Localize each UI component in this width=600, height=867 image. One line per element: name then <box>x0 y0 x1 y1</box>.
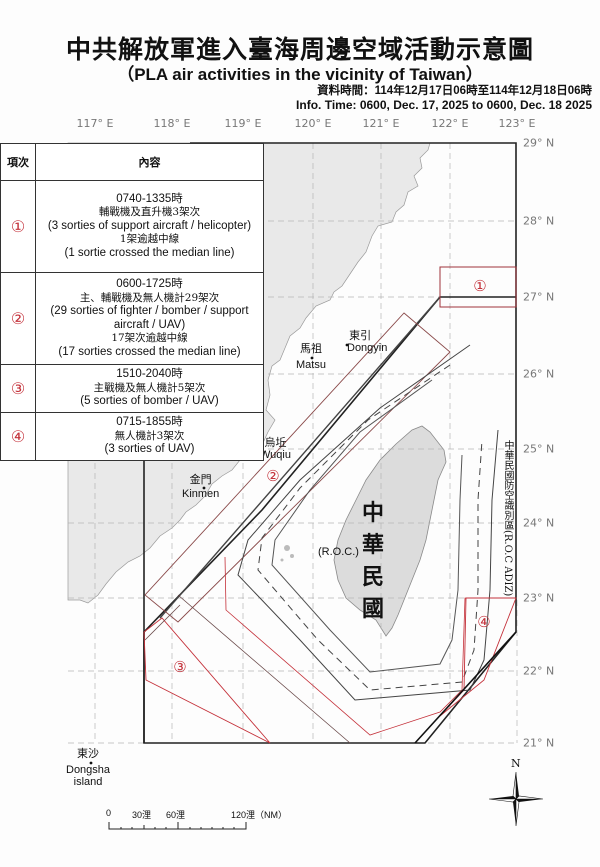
legend-desc-zh: 輔戰機及直升機3架次 <box>98 206 201 219</box>
legend-row-content: 0600-1725時 主、輔戰機及無人機計29架次 (29 sorties of… <box>35 272 264 365</box>
place-dongyin-en: Dongyin <box>347 342 388 354</box>
place-kinmen: 金門 Kinmen <box>182 473 220 501</box>
legend-desc-en: (3 sorties of support aircraft / helicop… <box>47 219 252 232</box>
place-dongsha-zh: 東沙 <box>77 747 100 760</box>
activity-zone-2-south <box>224 556 516 736</box>
legend-row: ④ 0715-1855時 無人機計3架次 (3 sorties of UAV) <box>0 412 264 461</box>
latitude-label: 21° N <box>523 736 555 750</box>
legend-header-item: 項次 <box>0 143 36 181</box>
place-wuqiu: 烏坵 Wuqiu <box>260 436 291 462</box>
place-dongsha-en-1: Dongsha <box>66 764 111 776</box>
legend-row-content: 1510-2040時 主戰機及無人機計5架次 (5 sorties of bom… <box>35 364 264 413</box>
latitude-label: 23° N <box>523 591 555 605</box>
scale-label: 30浬 <box>132 810 152 820</box>
buffer-line-inner <box>271 379 463 673</box>
scale-label: 0 <box>106 808 112 818</box>
activity-zone-2 <box>144 312 451 623</box>
roc-label-en: (R.O.C.) <box>318 546 359 558</box>
compass-north-label: N <box>511 757 521 770</box>
legend-row-content: 0715-1855時 無人機計3架次 (3 sorties of UAV) <box>35 412 264 461</box>
legend-row-marker: ③ <box>0 364 36 413</box>
legend-median-en: (17 sorties crossed the median line) <box>58 345 241 358</box>
place-wuqiu-en: Wuqiu <box>260 449 291 461</box>
legend-desc-en: (3 sorties of UAV) <box>104 443 195 456</box>
longitude-label: 122° E <box>431 117 469 130</box>
place-wuqiu-zh: 烏坵 <box>264 436 287 449</box>
place-dongyin: 東引 Dongyin <box>333 329 388 355</box>
map-title-zh: 中共解放軍進入臺海周邊空域活動示意圖 <box>65 35 534 64</box>
latitude-label: 27° N <box>523 290 555 304</box>
latitude-label: 25° N <box>523 442 555 456</box>
legend-median-zh: 17架次逾越中線 <box>111 332 188 344</box>
place-dongsha: 東沙 Dongsha island <box>66 747 111 789</box>
longitude-label: 118° E <box>153 117 191 130</box>
penghu-islands <box>280 545 294 562</box>
legend-desc-zh: 主、輔戰機及無人機計29架次 <box>79 291 220 304</box>
scale-bar <box>108 822 247 830</box>
taiwan-island <box>333 425 447 637</box>
legend-time: 0715-1855時 <box>116 416 183 429</box>
legend-row-marker: ② <box>0 272 36 365</box>
legend-header-row: 項次 內容 <box>0 143 264 181</box>
legend-desc-en: (29 sorties of fighter / bomber / suppor… <box>50 305 249 331</box>
legend-row: ③ 1510-2040時 主戰機及無人機計5架次 (5 sorties of b… <box>0 364 264 413</box>
place-matsu-zh: 馬祖 <box>299 342 322 355</box>
legend-median-en: (1 sortie crossed the median line) <box>64 246 235 259</box>
info-time-en: Info. Time: 0600, Dec. 17, 2025 to 0600,… <box>296 98 592 112</box>
place-matsu: 馬祖 Matsu <box>296 342 326 372</box>
latitude-label: 29° N <box>523 136 555 150</box>
activity-zone-1 <box>439 266 517 308</box>
latitude-label: 26° N <box>523 367 555 381</box>
zone-marker-4: ④ <box>477 613 491 631</box>
latitude-label: 24° N <box>523 516 555 530</box>
legend-desc-zh: 無人機計3架次 <box>114 429 185 442</box>
legend-time: 1510-2040時 <box>116 368 183 381</box>
place-kinmen-zh: 金門 <box>189 473 212 486</box>
longitude-label: 123° E <box>498 117 536 130</box>
legend-row: ① 0740-1335時 輔戰機及直升機3架次 (3 sorties of su… <box>0 180 264 273</box>
legend-time: 0600-1725時 <box>116 278 183 290</box>
zone-marker-2: ② <box>266 467 280 485</box>
compass-rose-icon <box>488 771 544 827</box>
legend-header-content: 內容 <box>35 143 264 181</box>
legend-desc-zh: 主戰機及無人機計5架次 <box>93 381 206 394</box>
roc-label-zh: 中華民國 <box>361 500 384 622</box>
median-line <box>159 296 441 619</box>
latitude-label: 28° N <box>523 214 555 228</box>
map-title-en: （PLA air activities in the vicinity of T… <box>117 65 483 84</box>
legend-time: 0740-1335時 <box>116 192 183 205</box>
adiz-label: 中華民國防空識別區(R.O.C ADIZ) <box>502 440 513 597</box>
legend-row-content: 0740-1335時 輔戰機及直升機3架次 (3 sorties of supp… <box>35 180 264 273</box>
scale-label: 120浬（NM） <box>231 810 288 820</box>
latitude-label: 22° N <box>523 664 555 678</box>
place-dongsha-en-2: island <box>73 776 103 788</box>
longitude-label: 120° E <box>294 117 332 130</box>
legend-median-zh: 1架逾越中線 <box>119 233 180 246</box>
legend-row-marker: ① <box>0 180 36 273</box>
activity-legend-table: 項次 內容 ① 0740-1335時 輔戰機及直升機3架次 (3 sorties… <box>0 143 264 461</box>
legend-desc-en: (5 sorties of bomber / UAV) <box>80 395 219 408</box>
zone-marker-1: ① <box>473 277 487 295</box>
longitude-label: 117° E <box>76 117 114 130</box>
legend-row-marker: ④ <box>0 412 36 461</box>
scale-label: 60浬 <box>166 810 186 820</box>
longitude-label: 121° E <box>362 117 400 130</box>
adiz-southeast-edge <box>414 631 517 744</box>
buffer-line-outer <box>237 344 499 701</box>
activity-zone-3-strip <box>144 594 351 744</box>
place-dongyin-zh: 東引 <box>349 329 372 342</box>
place-matsu-en: Matsu <box>296 359 326 371</box>
activity-zone-3 <box>143 617 271 744</box>
info-time-zh: 資料時間：114年12月17日06時至114年12月18日06時 <box>317 85 592 97</box>
zone-marker-3: ③ <box>173 658 187 676</box>
activity-zone-4 <box>439 597 517 717</box>
place-kinmen-en: Kinmen <box>182 488 220 500</box>
longitude-label: 119° E <box>224 117 262 130</box>
legend-row: ② 0600-1725時 主、輔戰機及無人機計29架次 (29 sorties … <box>0 272 264 365</box>
